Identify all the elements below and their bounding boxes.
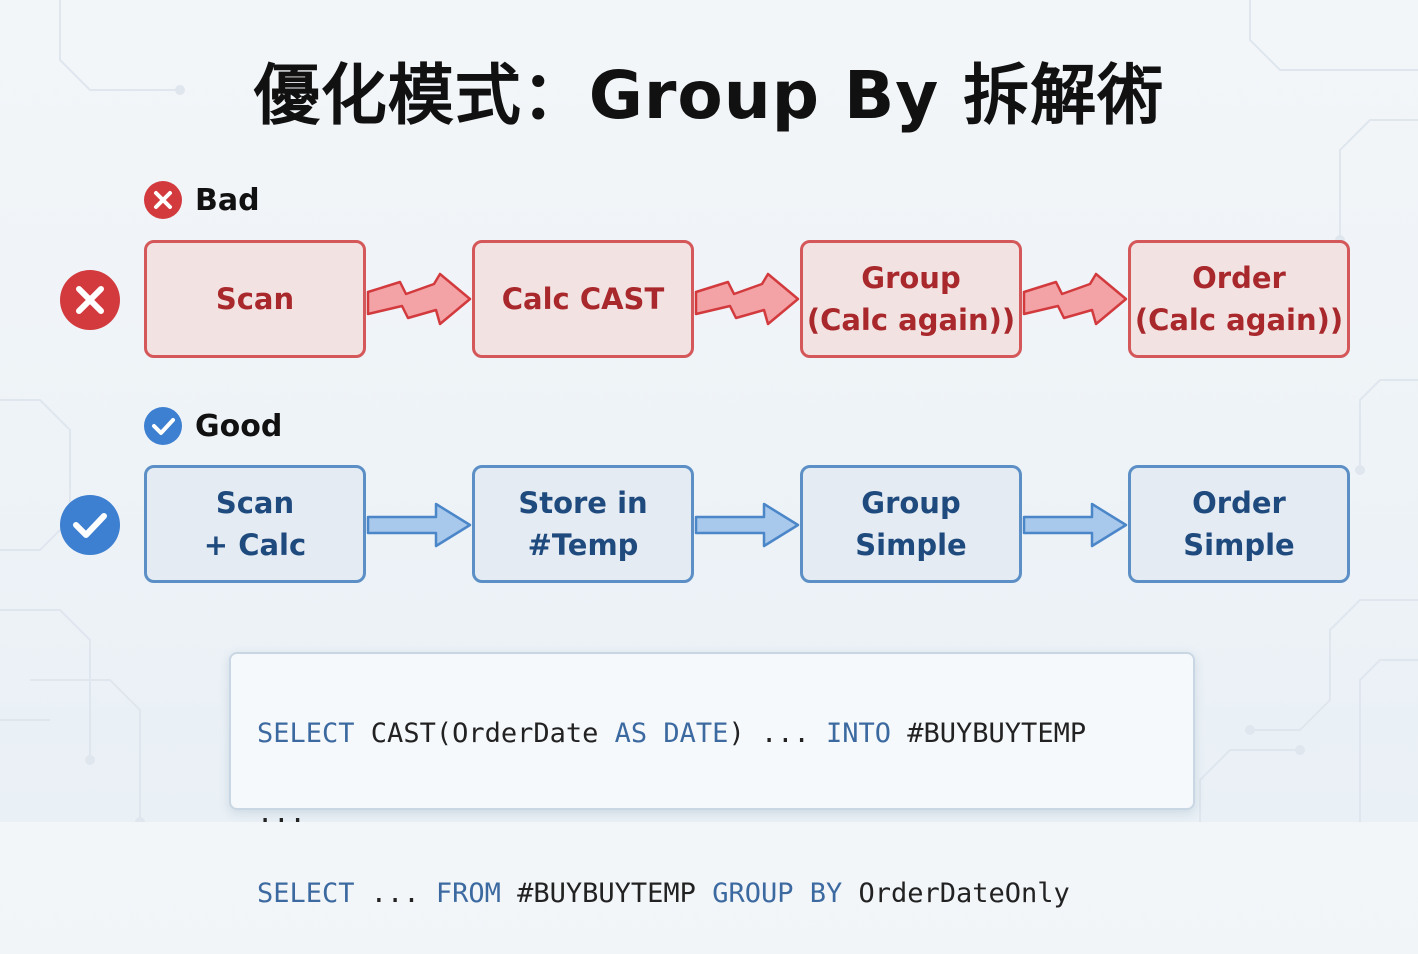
step-line: Store in — [518, 486, 648, 520]
sql-keyword: AS DATE — [614, 718, 729, 749]
sql-keyword: INTO — [825, 718, 892, 749]
arrow-right-icon — [694, 502, 800, 548]
sql-keyword: SELECT — [257, 718, 355, 749]
sql-text: CAST(OrderDate — [354, 718, 615, 749]
step-line: + Calc — [203, 528, 307, 562]
step-line: Order — [1192, 261, 1286, 295]
bad-step-order: Order (Calc again)) — [1128, 240, 1350, 358]
sql-text: ... — [354, 878, 436, 909]
sql-keyword: SELECT — [257, 878, 355, 909]
step-line: Simple — [855, 528, 967, 562]
good-step-scan-calc: Scan + Calc — [144, 465, 366, 583]
good-step-store-temp: Store in #Temp — [472, 465, 694, 583]
code-line-2: ... — [257, 794, 1167, 834]
sql-text: #BUYBUYTEMP — [891, 718, 1087, 749]
arrow-right-icon — [1022, 502, 1128, 548]
sql-text: #BUYBUYTEMP — [500, 878, 713, 909]
bad-label-text: Bad — [195, 182, 260, 218]
step-line: (Calc again)) — [806, 303, 1016, 337]
bad-step-group: Group (Calc again)) — [800, 240, 1022, 358]
x-circle-icon — [59, 269, 121, 331]
good-step-group-simple: Group Simple — [800, 465, 1022, 583]
code-line-3: SELECT ... FROM #BUYBUYTEMP GROUP BY Ord… — [257, 874, 1167, 914]
step-line: Group — [861, 261, 961, 295]
step-line: Calc CAST — [501, 282, 665, 316]
step-line: Simple — [1183, 528, 1295, 562]
sql-keyword: FROM — [435, 878, 501, 909]
zigzag-arrow-icon — [694, 272, 800, 326]
step-line: Order — [1192, 486, 1286, 520]
zigzag-arrow-icon — [1022, 272, 1128, 326]
bad-step-calc-cast: Calc CAST — [472, 240, 694, 358]
zigzag-arrow-icon — [366, 272, 472, 326]
step-line: Scan — [215, 282, 295, 316]
step-line: Group — [861, 486, 961, 520]
good-label: Good — [143, 406, 282, 446]
good-label-text: Good — [195, 408, 283, 444]
step-line: Scan — [215, 486, 295, 520]
sql-code-block: SELECT CAST(OrderDate AS DATE) ... INTO … — [229, 652, 1195, 909]
code-line-1: SELECT CAST(OrderDate AS DATE) ... INTO … — [257, 714, 1167, 754]
check-circle-icon — [59, 494, 121, 556]
step-line: #Temp — [527, 528, 639, 562]
bad-step-scan: Scan — [144, 240, 366, 358]
arrow-right-icon — [366, 502, 472, 548]
bad-label: Bad — [143, 180, 260, 220]
sql-text: ) ... — [728, 718, 826, 749]
sql-keyword: GROUP BY — [712, 878, 843, 909]
step-line: (Calc again)) — [1134, 303, 1344, 337]
check-circle-icon — [143, 406, 183, 446]
sql-text: OrderDateOnly — [842, 878, 1070, 909]
page-title: 優化模式：Group By 拆解術 — [253, 57, 1165, 134]
good-step-order-simple: Order Simple — [1128, 465, 1350, 583]
sql-text: ... — [257, 798, 306, 829]
x-circle-icon — [143, 180, 183, 220]
